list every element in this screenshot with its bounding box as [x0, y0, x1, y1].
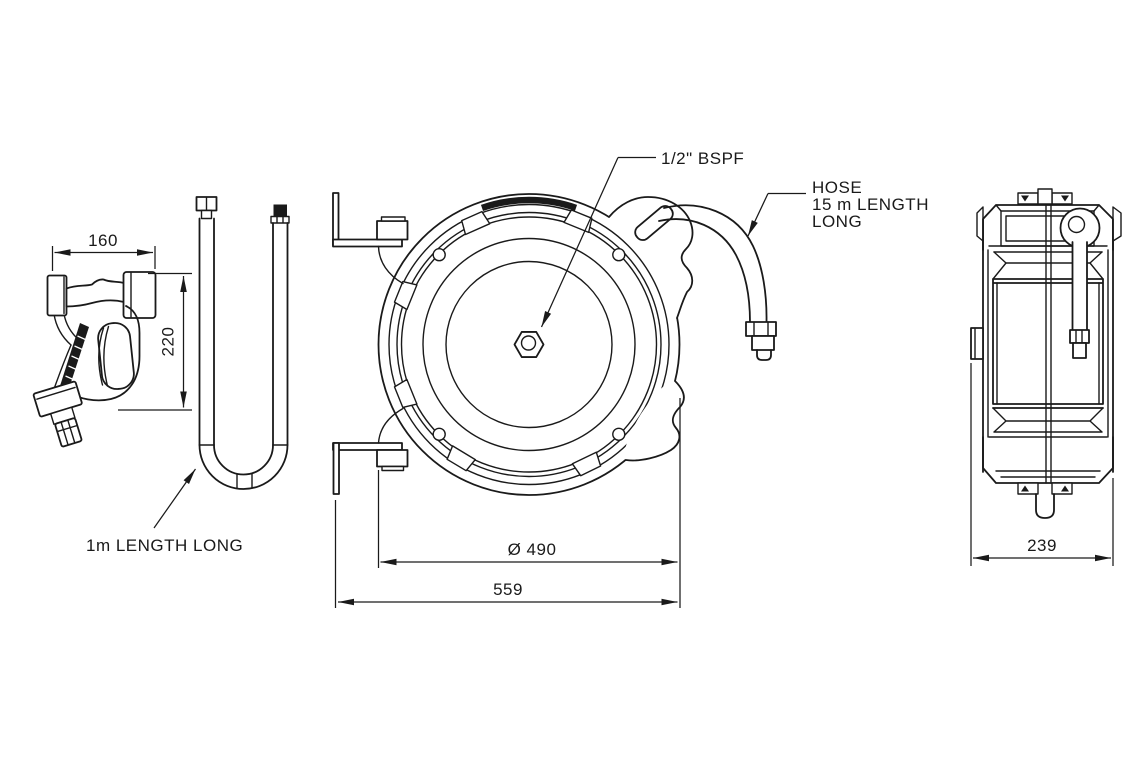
dim-gun-height-text: 220	[159, 327, 178, 357]
spray-gun-view	[32, 271, 157, 448]
dimension-overall-width: 559	[334, 500, 678, 608]
dimension-depth: 239	[970, 363, 1114, 566]
hose-outlet-guide	[608, 196, 694, 319]
dangling-hose	[658, 204, 777, 361]
face-bolt	[432, 427, 446, 441]
side-bracket-plate	[970, 327, 984, 360]
reel-side-view	[970, 188, 1122, 519]
inlet-hose-note: 1m LENGTH LONG	[86, 536, 243, 555]
hose-label-line1: HOSE	[812, 178, 862, 197]
hose-label-line3: LONG	[812, 212, 862, 231]
gun-body	[65, 278, 125, 308]
dim-depth-text: 239	[1027, 536, 1057, 555]
face-bolt	[612, 427, 626, 441]
hose-end-fitting	[745, 321, 777, 337]
gun-trigger-opening	[97, 322, 135, 390]
dim-gun-width-text: 160	[88, 231, 118, 250]
reel-outer-case	[377, 193, 681, 496]
reel-front-view: 1/2" BSPF HOSE 15 m LENGTH LONG	[332, 149, 929, 496]
reel-drum-face	[445, 260, 613, 429]
dimension-reel-diameter: Ø 490	[377, 398, 681, 608]
hose-label-line2: 15 m LENGTH	[812, 195, 929, 214]
gun-grip-ribs	[60, 323, 89, 390]
inlet-hose-right-fitting	[273, 204, 287, 217]
gun-handle	[65, 305, 141, 402]
gun-nozzle	[32, 380, 83, 448]
bottom-mounting-bracket	[332, 407, 409, 495]
wound-hose-arc	[480, 196, 578, 211]
gun-trigger	[98, 327, 105, 386]
hose-label-leader: HOSE 15 m LENGTH LONG	[747, 178, 929, 237]
outlet-roller	[634, 205, 674, 241]
dim-overall-width-text: 559	[493, 580, 523, 599]
top-mounting-bracket	[332, 192, 409, 285]
inlet-hose-view: 1m LENGTH LONG	[86, 196, 290, 555]
dim-reel-diameter-text: Ø 490	[508, 540, 557, 559]
side-hose	[1071, 241, 1088, 331]
face-bolt	[432, 247, 446, 262]
dimension-gun-width: 160	[51, 231, 156, 271]
port-label: 1/2" BSPF	[661, 149, 744, 168]
gun-outlet-cap	[122, 271, 157, 319]
port-label-leader: 1/2" BSPF	[540, 149, 744, 328]
bottom-hose-stub	[1035, 493, 1055, 519]
face-bolt	[612, 247, 626, 262]
dimension-gun-height: 220	[118, 272, 192, 411]
